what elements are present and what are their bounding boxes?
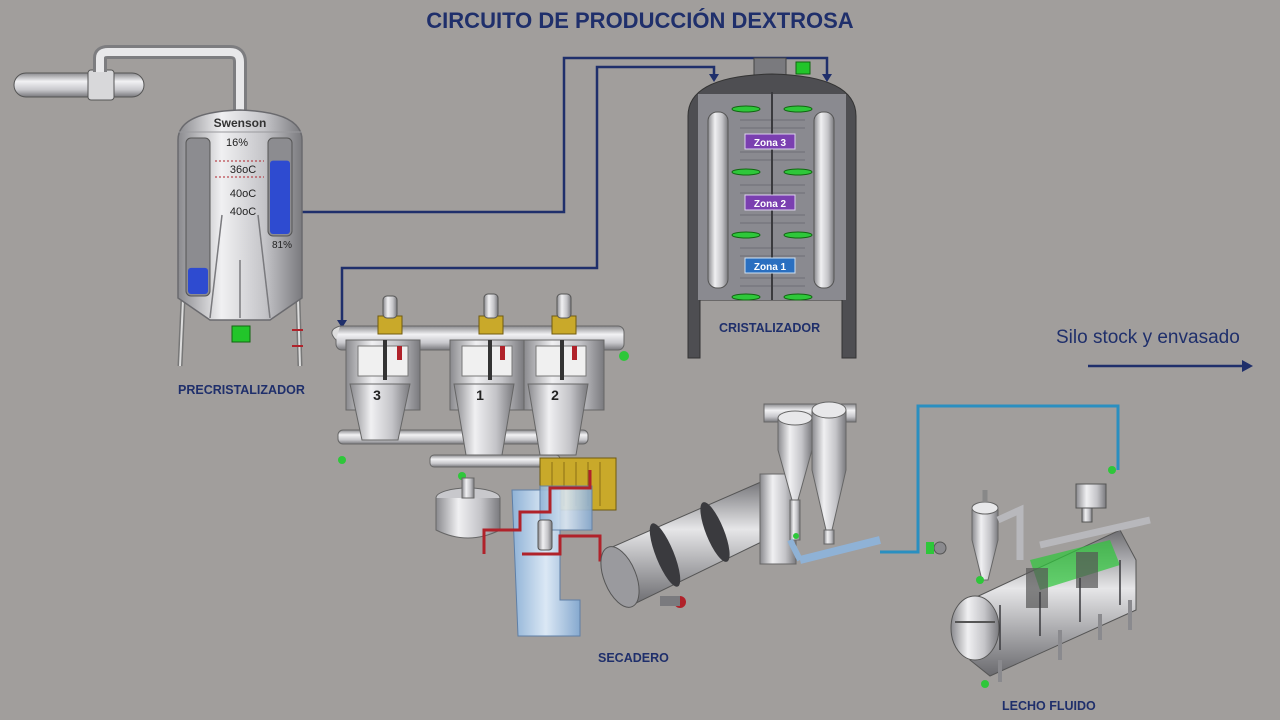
right-level-fill: [270, 160, 290, 234]
pipe-cristalizador-feed: [340, 65, 716, 326]
reading-top-percent: 16%: [226, 137, 248, 149]
page-title: CIRCUITO DE PRODUCCIÓN DEXTROSA: [426, 8, 854, 33]
cristalizador-label: CRISTALIZADOR: [719, 321, 821, 335]
zone-1-label: Zona 1: [754, 262, 787, 273]
feed-nozzle: [13, 72, 145, 98]
zone-3-badge: [744, 133, 796, 150]
left-level-gauge: [185, 137, 211, 297]
left-level-fill: [188, 267, 208, 294]
cristalizador-unit: Zona 3 Zona 2 Zona 1: [687, 57, 857, 359]
centrifuge-2: [523, 293, 605, 456]
zone-2-label: Zona 2: [754, 199, 787, 210]
silo-arrowhead: [1242, 360, 1253, 372]
secadero-label: SECADERO: [598, 651, 669, 665]
precristalizador-label: PRECRISTALIZADOR: [178, 383, 305, 397]
centrifuge-number-2: 2: [551, 387, 559, 403]
centrifuge-1: [449, 293, 525, 456]
pipe-arrowheads: [337, 74, 832, 328]
centrifuge-number-3: 3: [373, 387, 381, 403]
reading-temp-1: 36oC: [230, 164, 256, 176]
cristalizador-status: [795, 61, 811, 75]
lecho-fluido-unit: [950, 466, 1151, 688]
lecho-fluido-label: LECHO FLUIDO: [1002, 699, 1096, 713]
reading-right-percent: 81%: [272, 240, 292, 251]
zone-2-badge: [744, 194, 796, 211]
secadero-unit: [482, 401, 881, 637]
silo-label: Silo stock y envasado: [1056, 327, 1240, 348]
zone-1-badge: [744, 257, 796, 274]
reading-temp-3: 40oC: [230, 206, 256, 218]
centrifuge-bank: 3 1 2: [331, 293, 629, 539]
centrifuge-3: [345, 295, 421, 441]
vessel-brand: Swenson: [214, 116, 267, 130]
centrifuge-number-1: 1: [476, 387, 484, 403]
process-pipes: [300, 56, 829, 326]
zone-3-label: Zona 3: [754, 138, 787, 149]
reading-temp-2: 40oC: [230, 188, 256, 200]
pipe-precristalizador-to-cristalizador: [300, 56, 829, 214]
cooling-plates: [731, 105, 813, 301]
status-indicator-green: [231, 325, 251, 343]
transfer-pipe: [880, 404, 1120, 554]
precristalizador-unit: Swenson 16% 36oC 40oC 40oC 81%: [13, 45, 303, 367]
